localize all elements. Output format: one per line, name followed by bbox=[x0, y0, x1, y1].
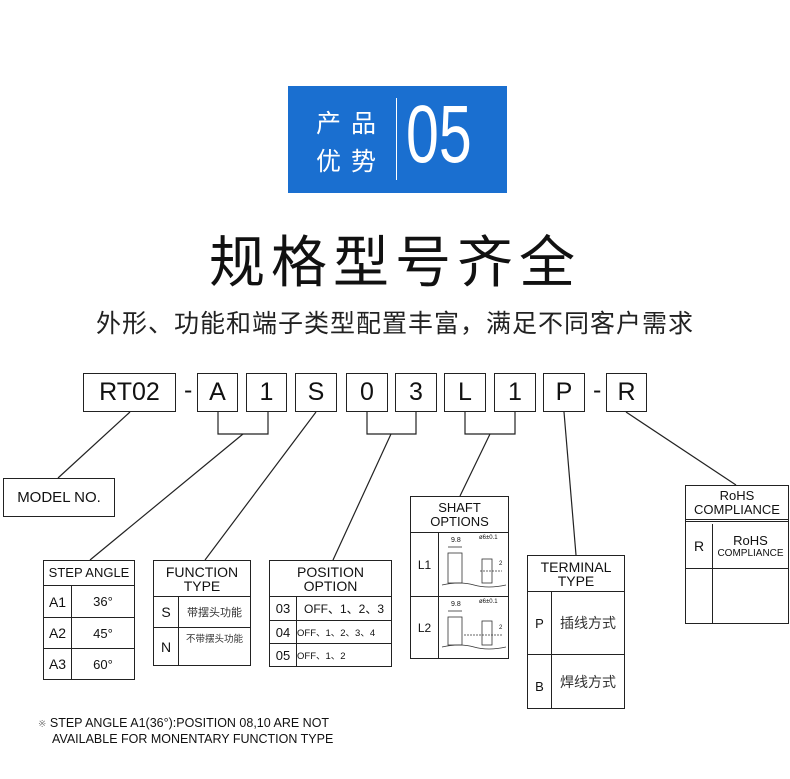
code-series: RT02 bbox=[83, 373, 176, 412]
terminal-code: P bbox=[528, 592, 552, 654]
step-value: 60° bbox=[93, 656, 113, 672]
shaft-l1-drawing: 9.8 ø6±0.1 2 bbox=[439, 533, 508, 596]
step-angle-table: STEP ANGLE A1 36° A2 45° A3 60° bbox=[43, 560, 135, 680]
rohs-code: R bbox=[686, 524, 713, 568]
model-no-label: MODEL NO. bbox=[3, 478, 115, 517]
position-value: OFF、1、2、3、4 bbox=[297, 628, 376, 639]
code-1: 1 bbox=[246, 373, 287, 412]
bracket-shaft bbox=[464, 412, 516, 435]
code-a: A bbox=[197, 373, 238, 412]
terminal-value: 焊线方式 bbox=[560, 674, 616, 691]
line-step-angle bbox=[89, 433, 244, 561]
position-code: 05 bbox=[270, 644, 297, 666]
badge-line1: 产品 bbox=[316, 109, 387, 138]
rohs-value-2: COMPLIANCE bbox=[717, 548, 784, 559]
shaft-l2-drawing: 9.8 ø6±0.1 2 bbox=[439, 597, 508, 658]
terminal-value: 插线方式 bbox=[560, 616, 616, 632]
note-line2: AVAILABLE FOR MONENTARY FUNCTION TYPE bbox=[52, 732, 334, 746]
dim-width: 9.8 bbox=[451, 537, 461, 544]
step-value: 45° bbox=[93, 625, 113, 641]
function-code: S bbox=[154, 597, 179, 627]
shaft-header: SHAFT OPTIONS bbox=[411, 497, 508, 533]
line-position bbox=[332, 433, 392, 561]
code-r: R bbox=[606, 373, 647, 412]
line-function bbox=[204, 411, 317, 561]
position-code: 04 bbox=[270, 621, 297, 643]
step-code: A3 bbox=[44, 649, 72, 679]
note-line1: STEP ANGLE A1(36°):POSITION 08,10 ARE NO… bbox=[49, 716, 330, 730]
terminal-type-table: TERMINAL TYPE P 插线方式 B 焊线方式 bbox=[527, 555, 625, 709]
position-code: 03 bbox=[270, 597, 297, 620]
position-value: OFF、1、2、3 bbox=[303, 602, 385, 616]
function-header: FUNCTION TYPE bbox=[154, 561, 250, 597]
dim-diameter: ø6±0.1 bbox=[479, 599, 498, 605]
step-value: 36° bbox=[93, 594, 113, 609]
footnote: ※ STEP ANGLE A1(36°):POSITION 08,10 ARE … bbox=[38, 716, 333, 747]
function-code: N bbox=[154, 628, 179, 665]
code-0: 0 bbox=[346, 373, 388, 412]
position-header: POSITION OPTION bbox=[270, 561, 391, 597]
code-p: P bbox=[543, 373, 585, 412]
line-rohs bbox=[625, 411, 737, 486]
terminal-code: B bbox=[528, 655, 552, 708]
rohs-value-1: RoHS bbox=[733, 533, 768, 548]
badge-number: 05 bbox=[406, 89, 472, 180]
shaft-code: L1 bbox=[411, 533, 439, 596]
function-type-table: FUNCTION TYPE S 带摆头功能 N 不带摆头功能 bbox=[153, 560, 251, 666]
step-angle-header: STEP ANGLE bbox=[44, 561, 134, 586]
code-l: L bbox=[444, 373, 486, 412]
code-dash-2: - bbox=[593, 376, 602, 404]
code-3: 3 bbox=[395, 373, 437, 412]
line-model bbox=[57, 411, 131, 479]
badge-divider bbox=[396, 98, 397, 180]
position-value: OFF、1、2 bbox=[297, 651, 346, 662]
dim-diameter: ø6±0.1 bbox=[479, 535, 498, 541]
function-value: 不带摆头功能 bbox=[185, 634, 243, 645]
code-dash: - bbox=[184, 376, 193, 404]
badge-line2: 优势 bbox=[316, 147, 387, 176]
note-mark: ※ bbox=[38, 719, 47, 730]
page-subtitle: 外形、功能和端子类型配置丰富，满足不同客户需求 bbox=[95, 309, 694, 338]
step-code: A1 bbox=[44, 586, 72, 617]
dim-depth: 2 bbox=[499, 625, 503, 631]
code-s: S bbox=[295, 373, 337, 412]
section-badge: 产品 优势 05 bbox=[288, 86, 507, 193]
page-title: 规格型号齐全 bbox=[209, 231, 581, 296]
rohs-header: RoHS COMPLIANCE bbox=[686, 486, 788, 522]
rohs-empty-code bbox=[686, 569, 713, 623]
step-code: A2 bbox=[44, 618, 72, 648]
line-terminal bbox=[563, 411, 577, 556]
dim-depth: 2 bbox=[499, 561, 503, 567]
terminal-header: TERMINAL TYPE bbox=[528, 556, 624, 592]
bracket-step-angle bbox=[217, 412, 269, 435]
shaft-options-table: SHAFT OPTIONS L1 9.8 ø6±0.1 2 L2 9.8 ø6±… bbox=[410, 496, 509, 659]
shaft-code: L2 bbox=[411, 597, 439, 658]
dim-width: 9.8 bbox=[451, 601, 461, 608]
code-1b: 1 bbox=[494, 373, 536, 412]
line-shaft bbox=[459, 433, 491, 497]
function-value: 带摆头功能 bbox=[187, 606, 242, 619]
bracket-position bbox=[366, 412, 417, 435]
